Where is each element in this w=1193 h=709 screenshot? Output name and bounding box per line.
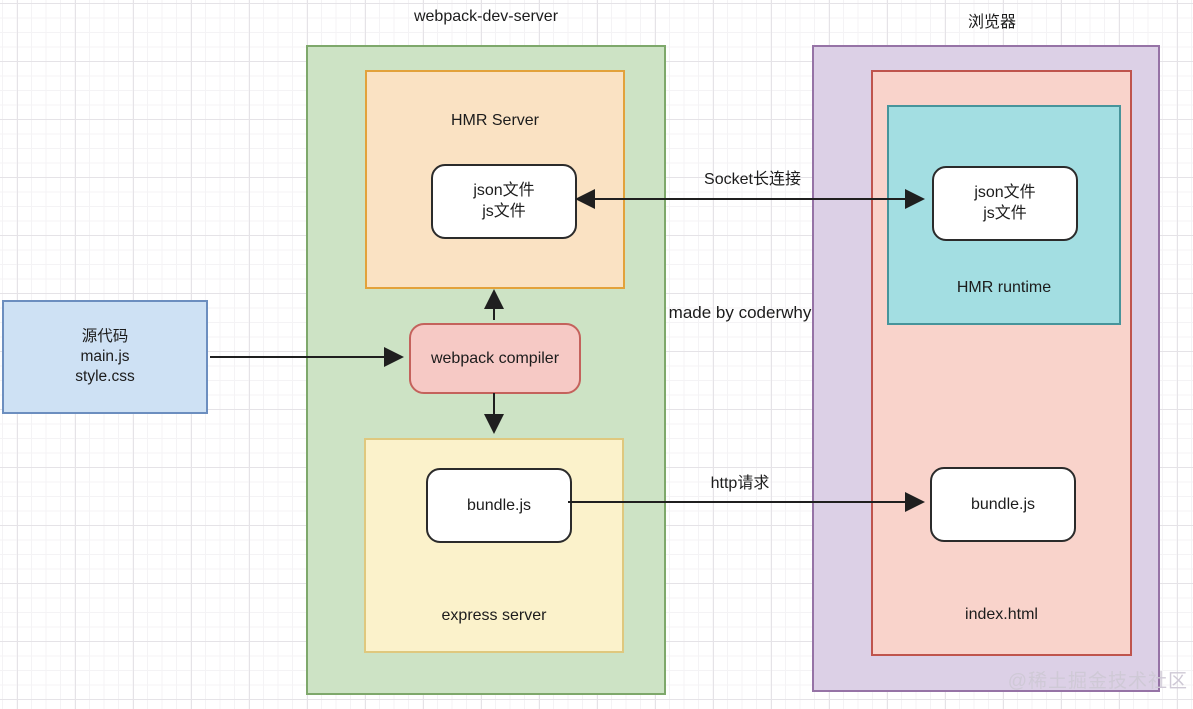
hmr-server-box: HMR Server json文件 js文件 bbox=[365, 70, 625, 289]
browser-bundle-box: bundle.js bbox=[930, 467, 1076, 542]
express-server-label: express server bbox=[441, 607, 547, 624]
webpack-dev-server-group: HMR Server json文件 js文件 webpack compiler … bbox=[306, 45, 666, 695]
browser-files-box: json文件 js文件 bbox=[932, 166, 1078, 241]
webpack-compiler-box: webpack compiler bbox=[409, 323, 581, 394]
hmr-server-label: HMR Server bbox=[450, 112, 539, 129]
server-files-box: json文件 js文件 bbox=[431, 164, 577, 239]
http-label: http请求 bbox=[710, 475, 770, 492]
server-bundle-box: bundle.js bbox=[426, 468, 572, 543]
socket-label: Socket长连接 bbox=[704, 171, 801, 188]
hmr-runtime-label: HMR runtime bbox=[956, 279, 1052, 296]
index-html-label: index.html bbox=[965, 606, 1038, 623]
browser-page-box: json文件 js文件 HMR runtime bundle.js index.… bbox=[871, 70, 1132, 656]
made-by-label: made by coderwhy bbox=[668, 303, 812, 322]
express-server-box: bundle.js express server bbox=[364, 438, 624, 653]
hmr-runtime-box: json文件 js文件 HMR runtime bbox=[887, 105, 1121, 325]
browser-group: json文件 js文件 HMR runtime bundle.js index.… bbox=[812, 45, 1160, 692]
source-code-box: 源代码 main.js style.css bbox=[2, 300, 208, 414]
webpack-dev-server-title: webpack-dev-server bbox=[413, 8, 559, 25]
watermark: @稀土掘金技术社区 bbox=[1007, 671, 1188, 692]
browser-title: 浏览器 bbox=[967, 14, 1016, 31]
